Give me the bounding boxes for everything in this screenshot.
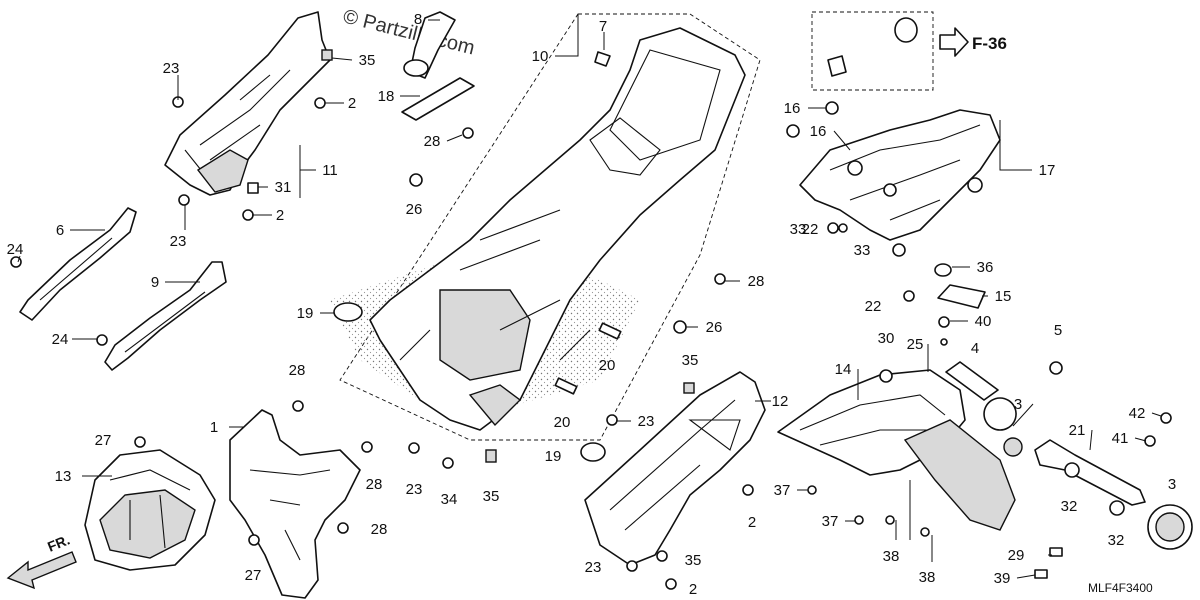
callout-19: 19 [297,305,314,322]
callout-9: 9 [151,274,159,291]
callout-22: 22 [802,221,819,238]
ref-label: F-36 [972,34,1007,53]
callout-31: 31 [275,179,292,196]
part-15-plate [937,284,986,309]
callout-40: 40 [975,313,992,330]
part-4-reflector [945,361,999,401]
callout-35: 35 [682,352,699,369]
callout-32: 32 [1061,498,1078,515]
callout-18: 18 [378,88,395,105]
callout-27: 27 [95,432,112,449]
callout-7: 7 [599,18,607,35]
callout-37: 37 [822,513,839,530]
callout-26: 26 [706,319,723,336]
part-18-gasket [401,77,475,121]
callout-24: 24 [7,241,24,258]
callout-42: 42 [1129,405,1146,422]
callout-numbers: 1222233456789101112131415161617181919202… [7,11,1177,598]
callout-28: 28 [289,362,306,379]
callout-28: 28 [424,133,441,150]
callout-4: 4 [971,340,979,357]
callout-28: 28 [371,521,388,538]
callout-35: 35 [685,552,702,569]
callout-8: 8 [414,11,422,28]
callout-11: 11 [322,162,338,179]
direction-label: FR. [45,531,72,554]
callout-25: 25 [907,336,924,353]
callout-33: 33 [854,242,871,259]
callout-23: 23 [638,413,655,430]
callout-20: 20 [599,357,616,374]
fastener-icons [10,49,1172,590]
callout-5: 5 [1054,322,1062,339]
callout-38: 38 [883,548,900,565]
callout-10: 10 [532,48,549,65]
diagram-code: MLF4F3400 [1088,581,1153,595]
callout-35: 35 [359,52,376,69]
callout-23: 23 [585,559,602,576]
part-10-undertray [330,13,761,441]
callout-16: 16 [784,100,801,117]
callout-3: 3 [1168,476,1176,493]
part-36-grommet [934,263,952,277]
callout-12: 12 [772,393,789,410]
part-17-bracket [799,11,1001,241]
callout-33: 33 [790,221,807,238]
callout-20: 20 [554,414,571,431]
part-9-bracket [104,261,227,371]
callout-30: 30 [878,330,895,347]
callout-1: 1 [210,419,218,436]
callout-23: 23 [170,233,187,250]
callout-39: 39 [994,570,1011,587]
callout-28: 28 [366,476,383,493]
callout-3: 3 [1014,396,1022,413]
part-12-side-cover [584,371,766,566]
callout-37: 37 [774,482,791,499]
callout-36: 36 [977,259,994,276]
front-direction-arrow: FR. [6,531,77,590]
callout-34: 34 [441,491,458,508]
callout-13: 13 [55,468,72,485]
callout-26: 26 [406,201,423,218]
callout-29: 29 [1008,547,1025,564]
part-11-side-cover [164,11,331,196]
part-13-battery-tray [84,449,216,571]
callout-19: 19 [545,448,562,465]
leader-lines [17,14,1162,579]
callout-21: 21 [1069,422,1086,439]
callout-28: 28 [748,273,765,290]
callout-17: 17 [1039,162,1056,179]
callout-24: 24 [52,331,69,348]
f36-reference-arrow: F-36 [939,27,1007,57]
part-14-license-bracket [777,369,1023,531]
callout-2: 2 [689,581,697,598]
callout-32: 32 [1108,532,1125,549]
callout-22: 22 [865,298,882,315]
part-6-bracket [19,207,137,321]
callout-23: 23 [163,60,180,77]
part-7-pin [594,51,611,67]
callout-14: 14 [835,361,852,378]
callout-2: 2 [276,207,284,224]
callout-15: 15 [995,288,1012,305]
callout-2: 2 [348,95,356,112]
callout-23: 23 [406,481,423,498]
callout-38: 38 [919,569,936,586]
callout-2: 2 [748,514,756,531]
part-8-strap [403,11,456,79]
callout-35: 35 [483,488,500,505]
callout-6: 6 [56,222,64,239]
part-21-reflector-bracket [1034,439,1193,550]
callout-41: 41 [1112,430,1129,447]
callout-27: 27 [245,567,262,584]
callout-16: 16 [810,123,827,140]
